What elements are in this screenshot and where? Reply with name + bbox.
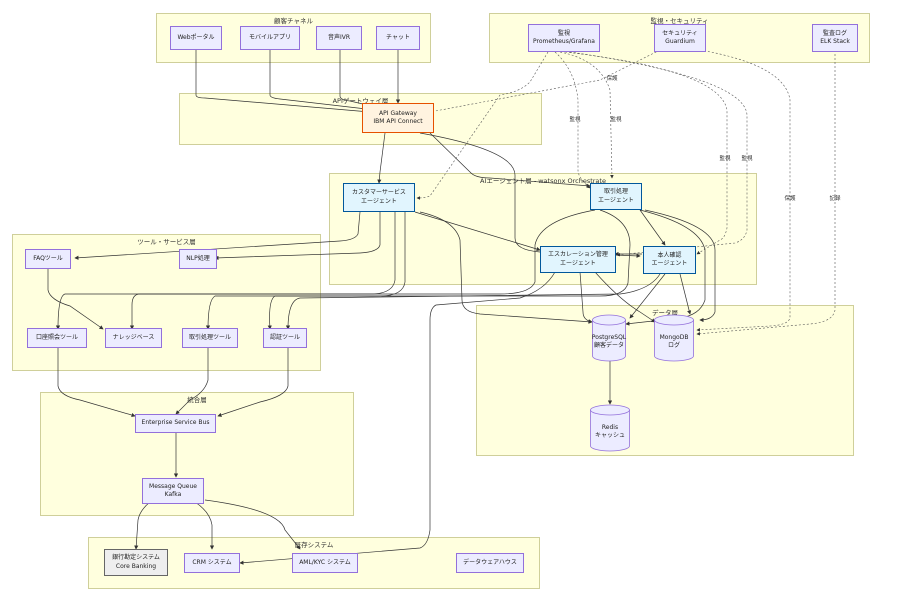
- edge-label-record: 記録: [829, 194, 841, 202]
- edge-cs-pg: [419, 211, 593, 324]
- cylinder-icon: [654, 314, 694, 362]
- node-nlp[interactable]: NLP処理: [179, 249, 217, 269]
- node-knowledge-base[interactable]: ナレッジベース: [105, 328, 162, 348]
- edge-cs-nlp: [214, 212, 381, 260]
- redis-label: Redis キャッシュ: [594, 423, 625, 439]
- edge-apigw-kyc: [419, 132, 641, 258]
- group-title: 既存システム: [294, 541, 334, 549]
- edge-apigw-tx: [429, 132, 591, 188]
- edge-mq-crm: [194, 501, 215, 550]
- node-prometheus[interactable]: 監視 Prometheus/Grafana: [528, 24, 600, 52]
- edge-prom-kyc: [564, 51, 728, 255]
- node-cs-agent[interactable]: カスタマーサービス エージェント: [343, 183, 415, 212]
- group-title: データ層: [652, 309, 678, 317]
- edge-prom-tx: [554, 51, 591, 189]
- node-crm[interactable]: CRM システム: [184, 553, 240, 573]
- group-title: AIエージェント層 - watsonx Orchestrate: [480, 177, 606, 185]
- node-kyc-agent[interactable]: 本人確認 エージェント: [643, 246, 696, 274]
- edge-tx-account: [55, 209, 596, 330]
- edge-label-monitor-3: 監視: [719, 154, 731, 162]
- edge-label-protect: 保護: [606, 74, 618, 82]
- edge-esc-pg: [579, 271, 593, 324]
- edge-mq-core: [134, 501, 151, 550]
- edge-esc-crm: [239, 271, 556, 565]
- node-tx-agent[interactable]: 取引処理 エージェント: [590, 183, 642, 210]
- edge-prom-cs: [416, 51, 549, 200]
- edge-prom-esc: [559, 51, 614, 179]
- node-elk[interactable]: 監査ログ ELK Stack: [812, 24, 858, 52]
- edge-elk-data: [696, 50, 836, 336]
- edge-cs-kb: [129, 212, 396, 330]
- node-data-warehouse[interactable]: データウェアハウス: [456, 553, 524, 573]
- edge-txtool-esb: [175, 348, 209, 415]
- edge-tx-pg: [625, 209, 706, 326]
- node-postgresql[interactable]: PostgreSQL 顧客データ: [592, 314, 626, 362]
- edge-faq-kb: [47, 266, 104, 330]
- edge-prom-kyc2: [569, 51, 748, 257]
- cylinder-icon: [590, 404, 630, 452]
- edge-auth-esb: [217, 348, 289, 417]
- group-title: APIゲートウェイ層: [332, 97, 389, 105]
- edge-web-apigw: [195, 50, 371, 114]
- group-title: ツール・サービス層: [137, 238, 196, 246]
- group-title: 顧客チャネル: [274, 17, 313, 25]
- edge-cs-faq: [74, 211, 361, 260]
- node-mobile-app[interactable]: モバイルアプリ: [240, 26, 300, 50]
- postgresql-label: PostgreSQL 顧客データ: [591, 333, 627, 349]
- node-tx-tool[interactable]: 取引処理ツール: [182, 328, 238, 348]
- edge-kyc-auth: [285, 273, 661, 330]
- node-chat[interactable]: チャット: [376, 26, 420, 50]
- node-redis[interactable]: Redis キャッシュ: [590, 404, 630, 452]
- edge-label-protect-2: 保護: [784, 194, 796, 202]
- node-message-queue[interactable]: Message Queue Kafka: [142, 478, 204, 504]
- edge-guardium-apigw: [429, 49, 661, 114]
- node-faq-tool[interactable]: FAQツール: [25, 249, 71, 269]
- edge-account-esb: [57, 348, 136, 418]
- node-account-tool[interactable]: 口座照会ツール: [27, 328, 87, 348]
- edge-label-monitor-2: 監視: [610, 115, 622, 123]
- edge-tx-txtool: [205, 209, 631, 330]
- group-gateway: APIゲートウェイ層: [179, 93, 542, 145]
- node-auth-tool[interactable]: 認証ツール: [263, 328, 307, 348]
- edge-mobile-apigw: [269, 50, 376, 112]
- node-aml-kyc[interactable]: AML/KYC システム: [292, 553, 358, 573]
- edge-mq-aml: [204, 499, 301, 550]
- group-title: 統合層: [187, 396, 207, 404]
- edge-label-monitor-1: 監視: [569, 115, 581, 123]
- edge-guardium-data: [696, 49, 791, 332]
- node-escalation-agent[interactable]: エスカレーション管理 エージェント: [540, 246, 616, 273]
- node-guardium[interactable]: セキュリティ Guardium: [654, 24, 706, 52]
- node-api-gateway[interactable]: API Gateway IBM API Connect: [362, 103, 434, 133]
- cylinder-icon: [592, 314, 626, 362]
- group-title: 監視・セキュリティ: [650, 17, 709, 25]
- edge-ivr-apigw: [339, 50, 381, 110]
- node-core-banking[interactable]: 銀行勘定システム Core Banking: [104, 549, 168, 576]
- edge-label-monitor-4: 監視: [741, 154, 753, 162]
- mongodb-label: MongoDB ログ: [659, 333, 689, 349]
- edge-kyc-mongo: [679, 273, 692, 315]
- node-esb[interactable]: Enterprise Service Bus: [135, 414, 216, 433]
- node-voice-ivr[interactable]: 音声IVR: [316, 26, 362, 50]
- edge-tx-kyc: [639, 209, 666, 246]
- edge-apigw-cs: [377, 132, 386, 184]
- edge-kyc-pg: [629, 273, 666, 319]
- node-mongodb[interactable]: MongoDB ログ: [654, 314, 694, 362]
- edge-cs-esc: [414, 211, 541, 251]
- node-web-portal[interactable]: Webポータル: [170, 26, 222, 50]
- edge-tx-mongo: [644, 209, 716, 323]
- edge-esc-mongo: [594, 271, 656, 323]
